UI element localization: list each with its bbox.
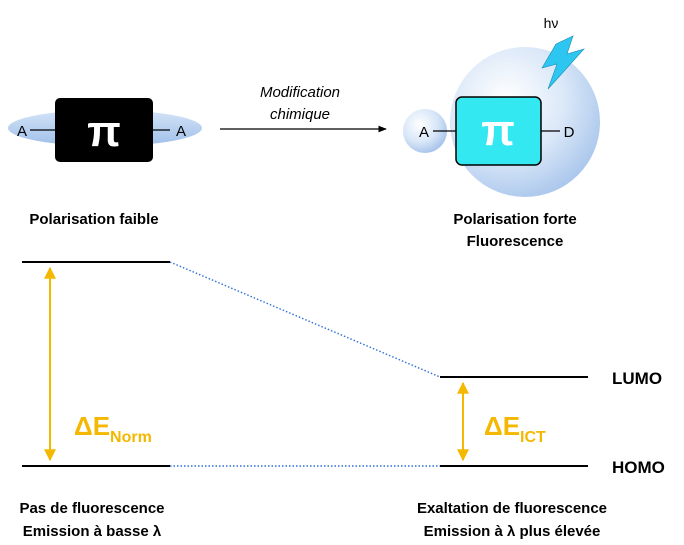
pi-symbol: π [87, 107, 121, 156]
gap-normal-subscript: Norm [110, 429, 152, 446]
right-molecule-caption-line2: Fluorescence [467, 233, 564, 250]
reaction-arrow: Modification chimique [220, 84, 387, 133]
left-bottom-caption-line1: Pas de fluorescence [19, 500, 164, 517]
pi-core-black [55, 98, 153, 162]
acceptor-sphere [403, 109, 447, 153]
left-molecule: π A A [8, 98, 202, 162]
gap-ict-label: ΔEICT [484, 411, 546, 446]
reaction-label-line2: chimique [270, 106, 330, 123]
right-bottom-caption-line2: Emission à λ plus élevée [424, 523, 601, 540]
homo-label: HOMO [612, 458, 665, 477]
acceptor-right-label: A [176, 123, 186, 140]
lumo-label: LUMO [612, 369, 662, 388]
pi-core-cyan [455, 96, 542, 166]
right-molecule-caption-line1: Polarisation forte [453, 211, 576, 228]
right-molecule: π A D hν [403, 15, 600, 197]
acceptor-left-label: A [17, 123, 27, 140]
energy-diagram: ΔENorm ΔEICT LUMO HOMO [22, 261, 665, 477]
lumo-connector [169, 261, 441, 378]
right-bottom-caption-line1: Exaltation de fluorescence [417, 500, 607, 517]
photon-label: hν [544, 15, 559, 31]
reaction-label-line1: Modification [260, 84, 340, 101]
left-bottom-caption-line2: Emission à basse λ [23, 523, 162, 540]
donor-label: D [564, 124, 575, 141]
lightning-icon [541, 35, 585, 90]
gap-normal-label: ΔENorm [74, 411, 152, 446]
left-molecule-caption: Polarisation faible [29, 211, 158, 228]
gap-ict-subscript: ICT [520, 429, 546, 446]
pi-symbol-cyan: π [481, 106, 515, 155]
acceptor-label: A [419, 124, 429, 141]
